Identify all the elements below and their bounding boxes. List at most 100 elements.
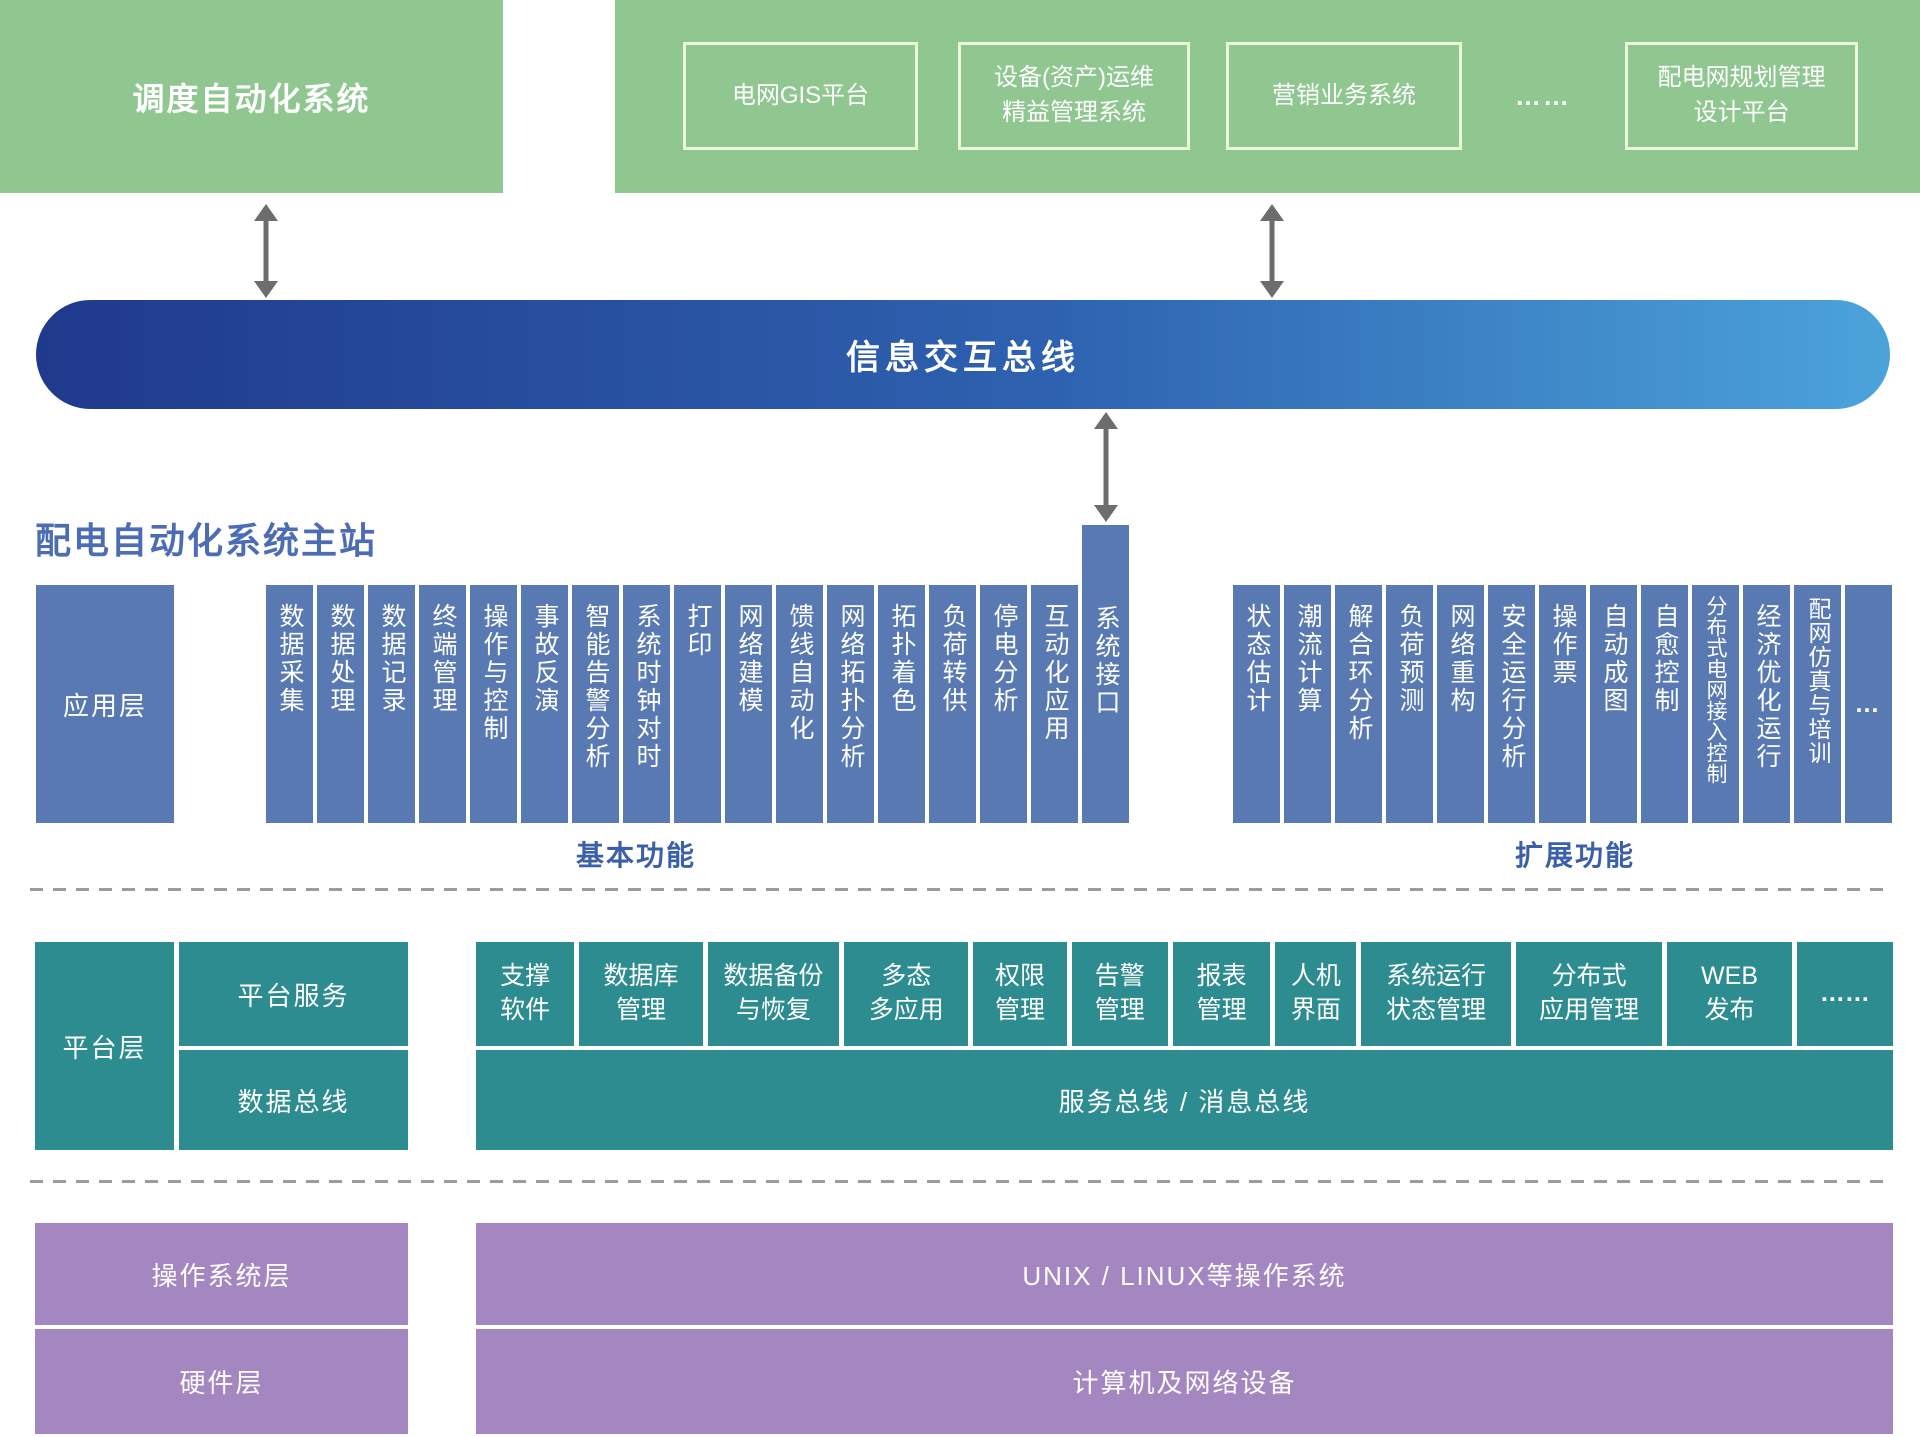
platform-component-box: 人机 界面 xyxy=(1275,942,1357,1046)
basic-function-column: 打印 xyxy=(674,585,721,823)
platform-component-box: 系统运行 状态管理 xyxy=(1361,942,1511,1046)
marketing-system-box: 营销业务系统 xyxy=(1226,42,1462,150)
platform-component-label: 权限 管理 xyxy=(995,962,1046,1024)
os-box: UNIX / LINUX等操作系统 xyxy=(476,1223,1893,1325)
platform-component-box: 数据库 管理 xyxy=(579,942,703,1046)
arrow-shaft xyxy=(1103,425,1109,509)
dashed-divider xyxy=(30,888,1893,891)
basic-function-label: 数据采集 xyxy=(276,603,304,715)
basic-function-column: 数据记录 xyxy=(368,585,415,823)
platform-component-label: 分布式 应用管理 xyxy=(1539,962,1640,1024)
platform-component-label: WEB 发布 xyxy=(1701,962,1758,1024)
platform-component-label: 报表 管理 xyxy=(1196,962,1247,1024)
platform-component-label: 系统运行 状态管理 xyxy=(1386,962,1487,1024)
platform-component-box: 权限 管理 xyxy=(973,942,1067,1046)
platform-component-box: 告警 管理 xyxy=(1071,942,1168,1046)
platform-component-label: 数据库 管理 xyxy=(603,962,679,1024)
platform-component-box: 数据备份 与恢复 xyxy=(707,942,840,1046)
arrow-shaft xyxy=(263,217,269,285)
basic-function-column: 操作与控制 xyxy=(470,585,517,823)
os-label: UNIX / LINUX等操作系统 xyxy=(1022,1260,1347,1291)
hardware-layer-box: 硬件层 xyxy=(35,1329,408,1434)
external-systems-band: 电网GIS平台 设备(资产)运维 精益管理系统 营销业务系统 …… 配电网规划管… xyxy=(615,0,1920,193)
basic-function-label: 操作与控制 xyxy=(480,603,508,743)
os-layer-label: 操作系统层 xyxy=(151,1260,292,1291)
system-interface-label: 系统接口 xyxy=(1092,605,1120,717)
hardware-label: 计算机及网络设备 xyxy=(1072,1368,1297,1398)
data-bus-box: 数据总线 xyxy=(179,1050,408,1150)
basic-function-label: 数据记录 xyxy=(378,603,406,715)
double-arrow-icon xyxy=(1091,412,1121,522)
basic-function-label: 馈线自动化 xyxy=(786,603,814,743)
more-systems-ellipsis: …… xyxy=(1483,42,1603,150)
platform-layer-label: 平台层 xyxy=(62,1032,147,1063)
basic-function-column: 拓扑着色 xyxy=(878,585,925,823)
extended-function-label: 配网仿真与培训 xyxy=(1805,597,1831,765)
platform-component-box: WEB 发布 xyxy=(1667,942,1792,1046)
platform-component-label: 支撑 软件 xyxy=(500,962,551,1024)
extended-function-column: 自愈控制 xyxy=(1641,585,1688,823)
extended-function-column: 配网仿真与培训 xyxy=(1794,585,1841,823)
data-bus-label: 数据总线 xyxy=(237,1086,350,1117)
basic-function-column: 负荷转供 xyxy=(929,585,976,823)
service-bus-label: 服务总线 / 消息总线 xyxy=(1058,1086,1311,1117)
extended-function-label: 状态估计 xyxy=(1243,603,1271,715)
platform-layer-box: 平台层 xyxy=(35,942,174,1150)
extended-function-column: 安全运行分析 xyxy=(1488,585,1535,823)
dispatch-system-box: 调度自动化系统 xyxy=(0,0,503,193)
basic-function-label: 智能告警分析 xyxy=(582,603,610,771)
extended-function-label: 潮流计算 xyxy=(1294,603,1322,715)
basic-function-label: 打印 xyxy=(684,603,712,659)
basic-function-label: 负荷转供 xyxy=(939,603,967,715)
extended-function-column: 解合环分析 xyxy=(1335,585,1382,823)
platform-component-label: 数据备份 与恢复 xyxy=(723,962,824,1024)
extended-function-column: 自动成图 xyxy=(1590,585,1637,823)
platform-service-label: 平台服务 xyxy=(237,980,350,1011)
basic-function-label: 网络拓扑分析 xyxy=(837,603,865,771)
os-layer-box: 操作系统层 xyxy=(35,1223,408,1325)
basic-function-label: 数据处理 xyxy=(327,603,355,715)
info-exchange-bus: 信息交互总线 xyxy=(36,300,1890,409)
extended-function-label: 分布式电网接入控制 xyxy=(1704,595,1727,784)
platform-component-box: 多态 多应用 xyxy=(844,942,969,1046)
system-interface-column: 系统接口 xyxy=(1082,525,1129,823)
ellipsis-text: … xyxy=(1854,689,1883,718)
extended-function-column: 负荷预测 xyxy=(1386,585,1433,823)
service-bus-box: 服务总线 / 消息总线 xyxy=(476,1050,1893,1150)
basic-function-label: 网络建模 xyxy=(735,603,763,715)
basic-functions-group: 数据采集 数据处理 数据记录 终端管理 操作与控制 事故反演 智能告警分析 xyxy=(266,585,1078,823)
basic-function-column: 网络拓扑分析 xyxy=(827,585,874,823)
basic-function-column: 停电分析 xyxy=(980,585,1027,823)
extended-function-label: 操作票 xyxy=(1549,603,1577,687)
basic-function-column: 智能告警分析 xyxy=(572,585,619,823)
platform-component-box: …… xyxy=(1796,942,1893,1046)
basic-function-label: 事故反演 xyxy=(531,603,559,715)
basic-function-label: 停电分析 xyxy=(990,603,1018,715)
basic-function-column: 系统时钟对时 xyxy=(623,585,670,823)
extended-function-column: 潮流计算 xyxy=(1284,585,1331,823)
ellipsis-text: …… xyxy=(1515,80,1571,111)
arrow-shaft xyxy=(1269,217,1275,285)
platform-component-label: 人机 界面 xyxy=(1290,962,1341,1024)
basic-function-label: 拓扑着色 xyxy=(888,603,916,715)
asset-ops-system-box: 设备(资产)运维 精益管理系统 xyxy=(958,42,1190,150)
extended-function-label: 安全运行分析 xyxy=(1498,603,1526,771)
hardware-layer-label: 硬件层 xyxy=(179,1368,264,1398)
dashed-divider xyxy=(30,1180,1893,1183)
hardware-box: 计算机及网络设备 xyxy=(476,1329,1893,1434)
double-arrow-icon xyxy=(1257,204,1287,298)
basic-function-column: 终端管理 xyxy=(419,585,466,823)
extended-function-column: 分布式电网接入控制 xyxy=(1692,585,1739,823)
dispatch-system-label: 调度自动化系统 xyxy=(132,80,371,117)
extended-function-column: 经济优化运行 xyxy=(1743,585,1790,823)
extended-functions-caption: 扩展功能 xyxy=(1514,840,1635,871)
basic-function-label: 终端管理 xyxy=(429,603,457,715)
application-layer-label: 应用层 xyxy=(62,690,147,721)
marketing-system-label: 营销业务系统 xyxy=(1272,81,1416,109)
gis-platform-label: 电网GIS平台 xyxy=(731,81,870,109)
extended-function-column: 操作票 xyxy=(1539,585,1586,823)
basic-function-column: 馈线自动化 xyxy=(776,585,823,823)
extended-function-label: 自动成图 xyxy=(1600,603,1628,715)
application-layer-box: 应用层 xyxy=(36,585,174,823)
